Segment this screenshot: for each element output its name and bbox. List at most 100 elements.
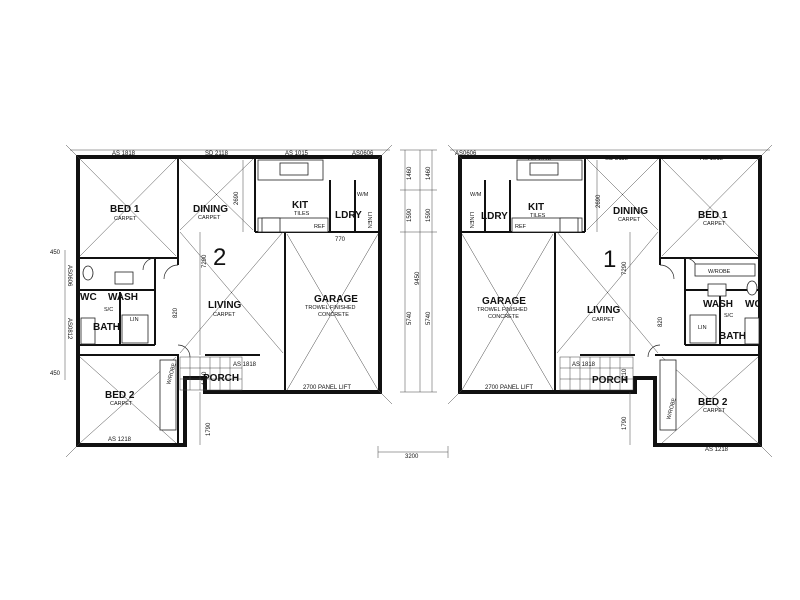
unit-1-kit-label: KIT: [528, 202, 544, 213]
unit-1-kit-finish: TILES: [530, 213, 546, 219]
unit-1-bed2-finish: CARPET: [703, 408, 726, 414]
unit-2-interior-walls: [78, 157, 380, 445]
unit-1-ldry-label: LDRY: [481, 211, 508, 222]
unit-1-dim-2690: 2690: [596, 194, 602, 208]
unit-1-dimension-lines: [450, 149, 770, 445]
unit-1-dining-label: DINING: [613, 206, 648, 217]
unit-2-lin-label: LIN: [130, 317, 139, 323]
unit-1-dim-sd2118: SD 2118: [605, 156, 629, 162]
unit-2-garage-finish-2: CONCRETE: [318, 312, 349, 318]
unit-2-dim-as1218: AS 1218: [108, 437, 132, 443]
unit-2-dim-1210: 1210: [202, 371, 208, 385]
center-dim-5740b: 5740: [426, 311, 432, 325]
unit-1-lin-label: LIN: [698, 325, 707, 331]
unit-2-dimension-lines: [64, 149, 390, 445]
unit-2-dining-label: DINING: [193, 204, 228, 215]
unit-2-wrobe: [159, 359, 177, 431]
unit-2-dim-450b: 450: [50, 371, 61, 377]
unit-1-wc-label: WC: [745, 299, 762, 310]
unit-1-shower: [689, 314, 717, 344]
unit-1-wm-label: W/M: [470, 192, 482, 198]
unit-1-kitchen-sink: [529, 162, 559, 176]
unit-2-wash-label: WASH: [108, 292, 138, 303]
center-dimension-lines: [400, 149, 437, 393]
bottom-dimension-line: [377, 446, 449, 458]
unit-1-dining-finish: CARPET: [618, 217, 641, 223]
unit-2-kit-label: KIT: [292, 200, 308, 211]
unit-2-wrobe-label: W/ROBE: [166, 362, 178, 385]
unit-2-dining-finish: CARPET: [198, 215, 221, 221]
unit-1-outer-wall: [458, 155, 762, 447]
unit-2-dim-panel-lift: 2700 PANEL LIFT: [303, 385, 351, 391]
unit-2-dim-sd2118: SD 2118: [205, 151, 229, 157]
unit-2-kitchen-sink: [279, 162, 309, 176]
unit-1-dim-1210: 1210: [622, 368, 628, 382]
center-dim-1590a: 1590: [407, 208, 413, 222]
unit-1-living-finish: CARPET: [592, 317, 615, 323]
unit-2-living-finish: CARPET: [213, 312, 236, 318]
unit-1-garage-finish-2: CONCRETE: [488, 314, 519, 320]
unit-1-wrobe-label-side: W/ROBE: [666, 397, 678, 420]
unit-2-plan: 2 BED 1 CARPET DINING CARPET KIT TILES L…: [50, 144, 393, 458]
unit-1-garage-finish-1: TROWEL FINISHED: [477, 307, 528, 313]
unit-2-number: 2: [213, 244, 226, 271]
unit-1-stove: [559, 217, 579, 233]
unit-2-kit-finish: TILES: [294, 211, 310, 217]
unit-2-bed1-finish: CARPET: [114, 216, 137, 222]
unit-2-stove: [261, 217, 281, 233]
unit-2-dim-as1818-top: AS 1818: [112, 151, 136, 157]
unit-1-dim-1790: 1790: [622, 416, 628, 430]
unit-1-wrobe: [659, 359, 677, 431]
unit-2-dim-as0812: AS0812: [66, 318, 72, 340]
unit-2-bath-label: BATH: [93, 322, 120, 333]
unit-2-porch-tiles: [179, 356, 243, 391]
unit-1-dim-as1218: AS 1218: [705, 447, 729, 453]
unit-1-dim-as1015: AS 1015: [528, 156, 552, 162]
unit-2-wm-label: W/M: [357, 192, 369, 198]
unit-2-ldry-label: LDRY: [335, 210, 362, 221]
unit-1-porch-tiles: [559, 356, 634, 391]
unit-1-bed1-finish: CARPET: [703, 221, 726, 227]
unit-2-outer-wall: [76, 155, 382, 447]
bottom-dim-3200: 3200: [405, 454, 419, 460]
unit-2-bathtub: [80, 317, 96, 345]
unit-2-dim-7290: 7290: [202, 254, 208, 268]
unit-2-garage-finish-1: TROWEL FINISHED: [305, 305, 356, 311]
unit-2-linen-label: LINEN: [366, 212, 372, 228]
unit-1-ref-label: REF: [515, 224, 527, 230]
unit-2-living-label: LIVING: [208, 300, 242, 311]
unit-1-dim-7290: 7290: [622, 261, 628, 275]
unit-1-bed1-label: BED 1: [698, 210, 728, 221]
unit-1-number: 1: [603, 246, 616, 273]
center-dim-5740a: 5740: [407, 311, 413, 325]
unit-1-linen-label: LINEN: [468, 212, 474, 228]
unit-1-living-label: LIVING: [587, 305, 621, 316]
unit-2-door-swings: [142, 257, 191, 358]
unit-1-porch-label: PORCH: [592, 375, 628, 386]
unit-2-dim-820: 820: [173, 307, 179, 318]
unit-1-bath-label: BATH: [719, 331, 746, 342]
unit-2-wc-label: WC: [80, 292, 97, 303]
unit-2-sc-label: S/C: [104, 307, 113, 313]
unit-2-garage-label: GARAGE: [314, 294, 358, 305]
unit-2-dim-2690: 2690: [234, 191, 240, 205]
unit-2-porch-label: PORCH: [203, 373, 239, 384]
unit-1-garage-label: GARAGE: [482, 296, 526, 307]
center-dim-1590b: 1590: [426, 208, 432, 222]
unit-2-dim-as0606-side: AS0606: [66, 265, 72, 287]
unit-2-shower: [121, 314, 149, 344]
unit-1-dim-panel-lift: 2700 PANEL LIFT: [485, 385, 533, 391]
unit-2-toilet: [82, 265, 94, 281]
unit-2-ref-label: REF: [314, 224, 326, 230]
unit-1-wrobe-top: [694, 263, 756, 277]
unit-2-bed1-label: BED 1: [110, 204, 140, 215]
unit-2-dim-770: 770: [335, 237, 346, 243]
unit-1-dim-820: 820: [658, 316, 664, 327]
unit-2-dim-as0606: AS0606: [352, 151, 374, 157]
unit-2-bed2-label: BED 2: [105, 390, 135, 401]
unit-1-wash-label: WASH: [703, 299, 733, 310]
unit-2-dim-as1818-porch: AS 1818: [233, 362, 257, 368]
unit-1-basin: [707, 283, 727, 297]
unit-2-dim-as1015: AS 1015: [285, 151, 309, 157]
